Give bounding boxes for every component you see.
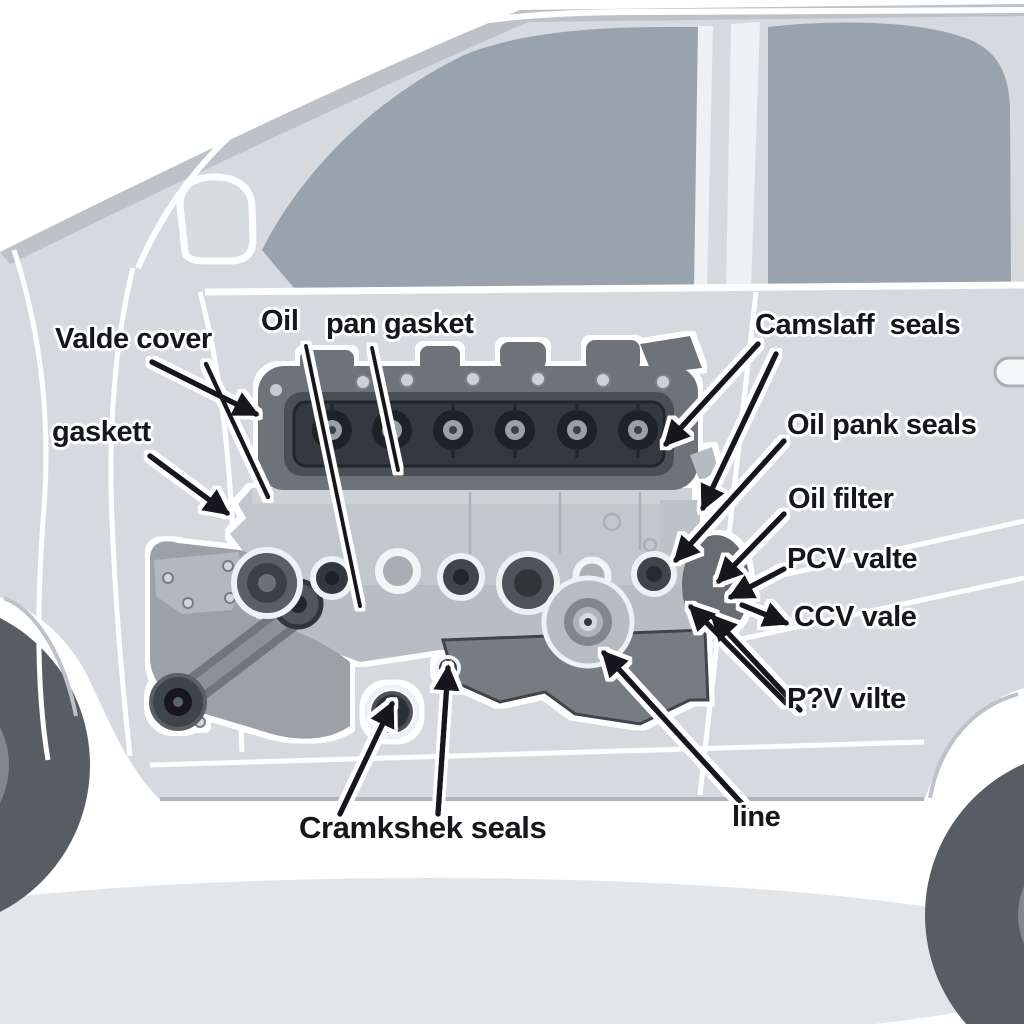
leader-crankshaft-seals-2 <box>433 664 460 817</box>
body-creases <box>11 7 1024 796</box>
rear-window <box>768 22 1011 289</box>
camshaft-seal-tab <box>690 447 718 482</box>
label-camshaft-seals: Camslaff seals <box>755 309 961 341</box>
timing-cover-bolts <box>162 560 236 728</box>
leader-pcv-valve <box>727 566 787 600</box>
front-window <box>262 27 700 288</box>
camshaft-ports <box>312 404 658 458</box>
leader-ppv-valve <box>688 604 789 706</box>
b-pillar <box>694 26 713 290</box>
label-pan-gasket: pan gasket <box>326 308 474 340</box>
label-ccv-valve: CCV vale <box>794 601 917 633</box>
engine-assembly <box>149 336 750 740</box>
front-wheel <box>0 618 90 912</box>
oil-filter-housing <box>541 575 635 669</box>
leader-ccv-valve <box>739 602 790 627</box>
leader-oil <box>304 344 362 608</box>
leader-valve-cover <box>149 359 260 417</box>
front-arch-crease <box>3 596 78 717</box>
leader-valve-cover-2 <box>203 361 271 500</box>
leader-oil-filter <box>716 511 787 584</box>
oil-pan <box>441 628 710 726</box>
label-oil-filter: Oil filter <box>788 483 894 515</box>
crankshaft-seal <box>364 684 420 740</box>
leader-camshaft-seals-2 <box>700 351 779 512</box>
label-line: line <box>732 801 781 833</box>
label-oil-pan-seals: Oil pank seals <box>787 409 977 441</box>
label-ppv-valve: P?V vilte <box>787 683 906 715</box>
leader-camshaft-seals <box>663 341 761 447</box>
b-pillar-strip <box>726 22 760 290</box>
ground-shadow <box>0 878 1024 1024</box>
door-handle <box>993 356 1024 388</box>
leader-oil-pan-seals <box>673 438 787 563</box>
leader-ppv-valve-2 <box>710 614 803 713</box>
label-gasket: gaskett <box>52 416 151 448</box>
block-details <box>468 492 658 558</box>
rear-wheel <box>925 763 1024 1024</box>
label-pcv-valve: PCV valte <box>787 543 918 575</box>
label-crankshaft-seals: Cramkshek seals <box>299 810 547 845</box>
leader-lines <box>147 341 803 817</box>
leader-pan-gasket <box>370 346 400 472</box>
leader-line-callout <box>601 650 749 811</box>
label-oil: Oil <box>261 305 299 337</box>
label-valve-cover: Valde cover <box>55 323 212 355</box>
rear-arch-crease <box>928 692 1019 799</box>
valve-cover-bolts <box>355 371 671 390</box>
side-mirror <box>176 173 257 265</box>
leader-crankshaft-seals <box>337 700 395 817</box>
leader-gasket <box>147 453 231 516</box>
